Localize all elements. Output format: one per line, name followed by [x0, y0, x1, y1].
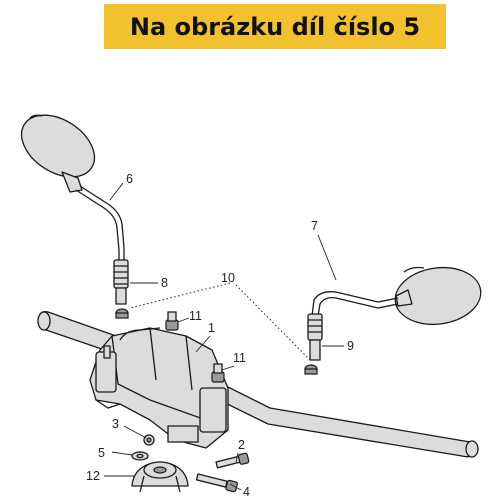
nut-right[interactable]: [304, 364, 318, 375]
bolt-11-right[interactable]: [211, 363, 225, 383]
callout-1: 1: [208, 321, 215, 335]
callout-6: 6: [126, 172, 133, 186]
bolt-2[interactable]: [215, 452, 250, 469]
callout-8: 8: [161, 276, 168, 290]
banner-title: Na obrázku díl číslo 5: [129, 12, 421, 41]
handlebar-bracket[interactable]: [89, 327, 229, 449]
washer-5[interactable]: [131, 451, 149, 461]
callout-5: 5: [98, 446, 105, 460]
bolt-4[interactable]: [195, 473, 238, 493]
callout-11-right: 11: [233, 351, 246, 365]
callout-2: 2: [238, 438, 245, 452]
callout-4: 4: [243, 485, 250, 499]
title-banner: Na obrázku díl číslo 5: [104, 4, 446, 49]
callout-11-top: 11: [189, 309, 202, 323]
bolt-11-top[interactable]: [165, 311, 179, 331]
nut-left[interactable]: [115, 308, 129, 319]
nut-3[interactable]: [143, 434, 155, 446]
callout-3: 3: [112, 417, 119, 431]
ignition-mount-12[interactable]: [131, 461, 189, 493]
callout-12: 12: [86, 469, 100, 483]
callout-7: 7: [311, 219, 318, 233]
right-mirror[interactable]: [307, 262, 484, 361]
left-mirror[interactable]: [10, 102, 129, 305]
leader-lines: [104, 182, 344, 491]
callout-9: 9: [347, 339, 354, 353]
callout-10: 10: [221, 271, 235, 285]
